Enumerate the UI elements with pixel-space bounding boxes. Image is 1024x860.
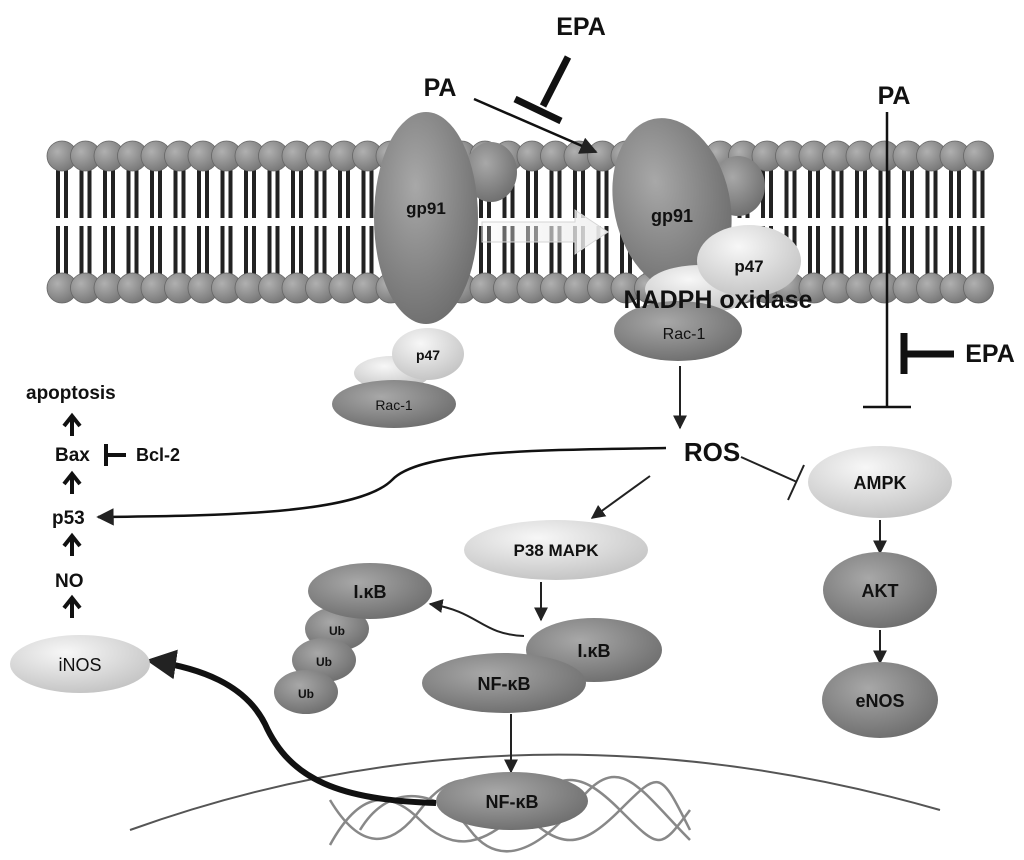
pa-left-label: PA xyxy=(424,74,457,102)
rac1-membrane-label: Rac-1 xyxy=(663,326,706,343)
inos-label: iNOS xyxy=(58,655,101,675)
bax-label: Bax xyxy=(55,445,90,466)
ikb-bound-label: I.κB xyxy=(577,641,610,661)
nucleus-envelope xyxy=(129,753,941,831)
epa-top-inhibition-bar xyxy=(513,95,563,125)
enos-label: eNOS xyxy=(855,691,904,711)
ub-label-2: Ub xyxy=(316,655,332,669)
ub-label-3: Ub xyxy=(298,687,314,701)
pa-activation-arrow xyxy=(473,97,598,154)
gp91-left-label: gp91 xyxy=(406,199,446,218)
ub-node-3 xyxy=(274,670,338,714)
ikb-free-node xyxy=(308,563,432,619)
ros-inhibits-ampk xyxy=(740,456,798,483)
p38-mapk-node xyxy=(464,520,648,580)
ampk-node xyxy=(808,446,952,518)
akt-node xyxy=(823,552,937,628)
nfkb-cytosol-label: NF-κB xyxy=(477,674,530,694)
gp91-subunit-small-left xyxy=(465,142,517,202)
gp91-right-label: gp91 xyxy=(651,206,693,226)
up-arrow-icon xyxy=(62,532,82,556)
nadph-oxidase-label: NADPH oxidase xyxy=(624,286,813,314)
rac1-membrane xyxy=(614,301,742,361)
apoptosis-label: apoptosis xyxy=(26,383,116,404)
ub-label-1: Ub xyxy=(329,624,345,638)
p47-membrane xyxy=(697,225,801,297)
p53-label: p53 xyxy=(52,508,85,529)
pa-right-label: PA xyxy=(878,82,911,110)
nfkb-nucleus-node xyxy=(436,772,588,830)
no-label: NO xyxy=(55,571,84,592)
up-arrow-icon xyxy=(62,594,82,618)
p47-cytosol xyxy=(392,328,464,380)
up-arrow-icon xyxy=(62,412,82,436)
p47-membrane-label: p47 xyxy=(734,257,763,276)
ros-label: ROS xyxy=(684,437,740,467)
ros-to-p53-arrow xyxy=(96,446,667,526)
epa-top-label: EPA xyxy=(556,13,606,41)
enos-node xyxy=(822,662,938,738)
ros-inhibits-ampk-bar xyxy=(787,464,805,501)
epa-right-label: EPA xyxy=(965,340,1015,368)
ikb-free-label: I.κB xyxy=(353,582,386,602)
nfkb-nucleus-label: NF-κB xyxy=(485,792,538,812)
p47-cytosol-label: p47 xyxy=(416,347,440,363)
ros-to-p38-arrow xyxy=(590,475,651,519)
nfkb-to-inos-arrow xyxy=(146,649,437,806)
ampk-label: AMPK xyxy=(854,473,907,493)
gp91-left xyxy=(374,112,478,324)
lipid-head xyxy=(963,272,994,304)
lipid-head xyxy=(963,140,994,172)
rac1-cytosol xyxy=(332,380,456,428)
akt-label: AKT xyxy=(862,581,899,601)
translocation-arrow xyxy=(481,209,609,255)
epa-top-inhibition-stem xyxy=(539,55,572,108)
up-arrow-icon xyxy=(62,470,82,494)
ikb-degradation-arrow xyxy=(428,599,525,637)
inos-node xyxy=(10,635,150,693)
rac1-cytosol-label: Rac-1 xyxy=(375,397,413,413)
nfkb-cytosol-node xyxy=(422,653,586,713)
bcl2-label: Bcl-2 xyxy=(136,445,180,465)
p38-mapk-label: P38 MAPK xyxy=(513,541,599,560)
